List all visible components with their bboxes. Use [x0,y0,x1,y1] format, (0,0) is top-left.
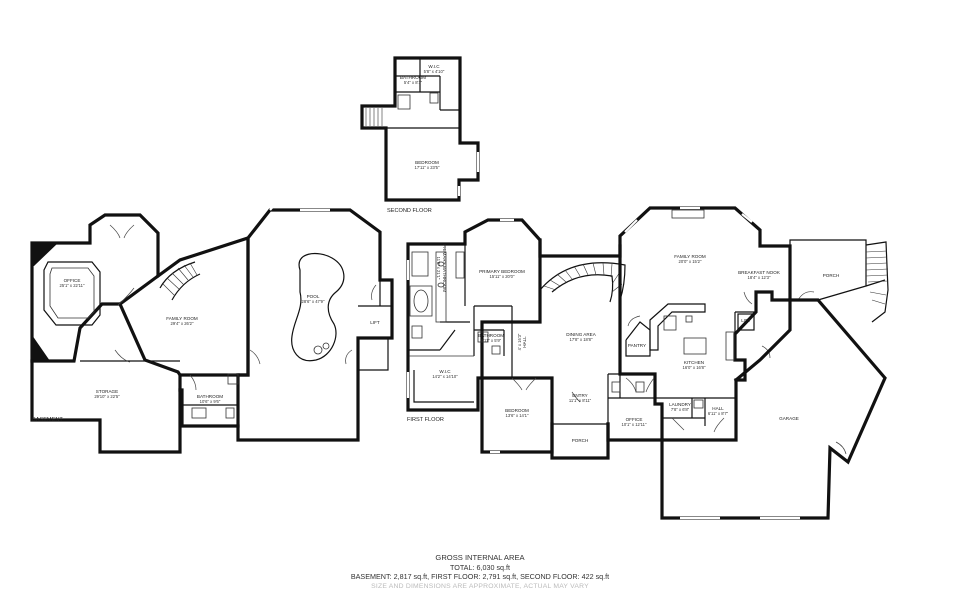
room-name: ENTRY [572,393,588,398]
room-name: POOL [307,294,320,299]
stairs-first-floor [539,262,626,303]
room-dims: 25'1" x 22'11" [60,283,85,288]
second-floor-plan [360,56,480,202]
room-name: DINING AREA [566,332,597,337]
room-name: STORAGE [96,389,118,394]
room-name: FAMILY ROOM [166,316,198,321]
room-name: BEDROOM [505,408,529,413]
room-name: PRIMARY BEDROOM [479,269,525,274]
room-dims: 6'11" x 5'9" [481,338,502,343]
room-name: KITCHEN [684,360,704,365]
room-name: BATHROOM [478,333,504,338]
basement-plan [30,202,394,454]
room-dims: 18'4" x 12'3" [748,275,771,280]
room-name: PORCH [572,438,589,443]
room-dims: 28'6" x 47'9" [302,299,325,304]
area-disclaimer: SIZE AND DIMENSIONS ARE APPROXIMATE, ACT… [371,582,589,590]
stairs-second-floor [365,108,383,126]
room-dims: 5'4" x 8'1" [404,80,423,85]
room-dims: 17'8" x 18'8" [570,337,593,342]
room-dims: 17'11" x 23'5" [415,165,440,170]
room-dims: 7'8" x 6'8" [671,407,690,412]
room-name: BATHROOM [197,394,223,399]
room-dims: 10'6" x 9'6" [200,399,221,404]
room-dims: 15'11" x 20'0" [490,274,515,279]
room-dims: 10'1" x 12'11" [622,422,647,427]
first-floor-plan [406,206,889,520]
area-summary: GROSS INTERNAL AREA TOTAL: 6,030 sq.ft B… [0,553,960,591]
room-name: BATHROOM [400,75,426,80]
room-name: PANTRY [628,343,646,348]
room-name: W.I.C [428,64,440,69]
room-name: PORCH [823,273,840,278]
room-name: LAUNDRY [669,402,691,407]
room-name: PRIMARY BATHROOM [442,244,447,292]
room-dims: 16'0" x 16'8" [683,365,706,370]
room-dims: 4' x 16'3" [517,333,522,350]
stairs-basement [159,261,201,301]
room-name: HALL [522,336,527,348]
room-dims: 20'0" x 15'2" [679,259,702,264]
room-name: FAMILY ROOM [674,254,706,259]
room-dims: 5'8" x 4'10" [424,69,445,74]
area-breakdown: BASEMENT: 2,817 sq.ft, FIRST FLOOR: 2,79… [350,572,610,581]
floor-label-first: FIRST FLOOR [407,417,444,423]
room-name: BREAKFAST NOOK [738,270,781,275]
room-dims: 11'0" x 21'1" [436,257,441,280]
room-dims: 6'11" x 8'7" [708,411,729,416]
room-dims: 29'10" x 22'5" [94,394,120,399]
floor-label-second: SECOND FLOOR [387,208,432,214]
room-name: GARAGE [779,416,799,421]
room-name: LIFT [370,320,380,325]
pool-basin [291,252,345,362]
area-total: TOTAL: 6,030 sq.ft [449,562,511,572]
room-name: LIFT [741,318,751,323]
area-title: GROSS INTERNAL AREA [435,553,525,562]
room-dims: 13'6" x 14'1" [506,413,529,418]
room-name: HALL [712,406,724,411]
floor-label-basement: BASEMENT [32,417,63,423]
room-name: W.I.C [439,369,451,374]
stairs-porch [865,241,889,323]
room-labels: BASEMENT FIRST FLOOR SECOND FLOOR OFFICE… [32,64,839,443]
room-dims: 29'4" x 26'2" [171,321,194,326]
room-name: OFFICE [64,278,81,283]
room-name: BEDROOM [415,160,439,165]
room-name: OFFICE [626,417,643,422]
room-dims: 11'1" x 8'11" [569,398,592,403]
room-dims: 14'2" x 14'10" [432,374,458,379]
